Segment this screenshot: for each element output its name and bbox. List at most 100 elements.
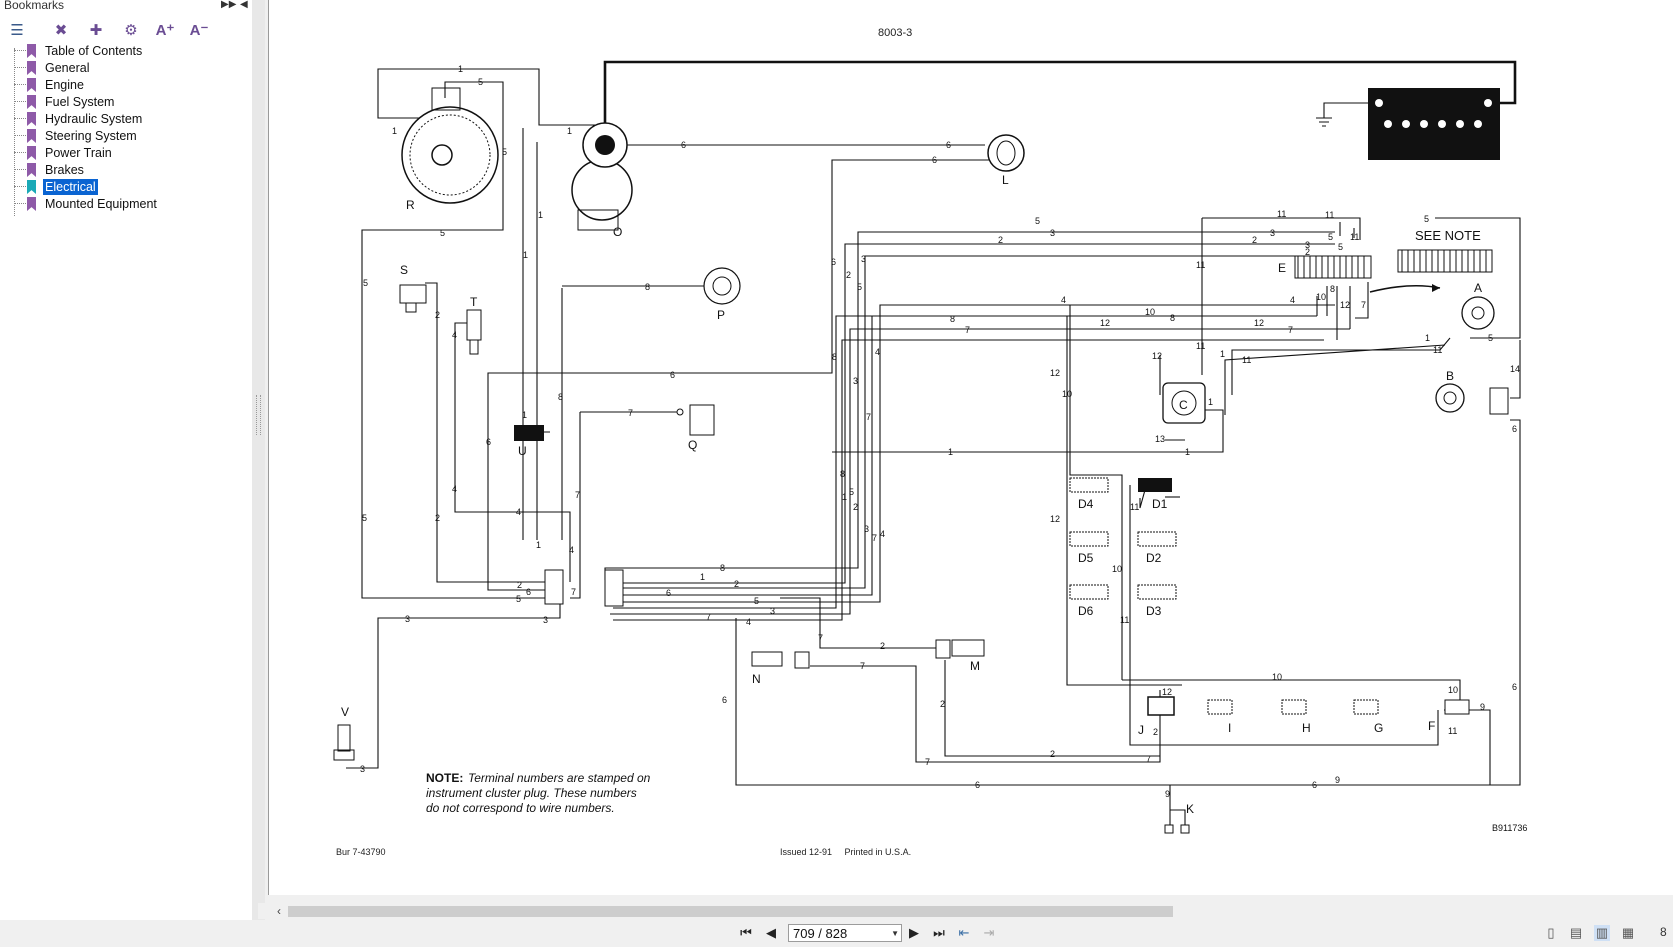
continuous-view-icon[interactable]: ▤ (1569, 925, 1583, 940)
first-page-icon[interactable]: ⏮ (740, 925, 752, 940)
svg-text:5: 5 (502, 147, 507, 157)
note-lead: NOTE: (426, 771, 463, 785)
svg-text:5: 5 (849, 487, 854, 497)
svg-text:11: 11 (1325, 210, 1334, 220)
sensor-v (333, 724, 355, 761)
splitter-grip[interactable] (256, 395, 261, 435)
page-header: 8003-3 (878, 27, 912, 39)
panel-splitter[interactable] (252, 0, 265, 920)
double-arrow-icon[interactable]: ▶▶ (221, 0, 237, 10)
tree-branch-line (14, 101, 28, 102)
svg-text:2: 2 (846, 270, 851, 280)
label-d4: D4 (1078, 497, 1094, 511)
add-bookmark-icon[interactable]: ✚ (89, 22, 103, 39)
label-l: L (1002, 173, 1009, 187)
svg-text:6: 6 (526, 587, 531, 597)
svg-text:7: 7 (571, 587, 576, 597)
svg-text:5: 5 (440, 228, 445, 238)
svg-text:8: 8 (950, 314, 955, 324)
bookmark-item[interactable]: Table of Contents (0, 42, 252, 60)
bookmark-item[interactable]: Mounted Equipment (0, 195, 252, 213)
svg-text:6: 6 (1312, 780, 1317, 790)
svg-text:8: 8 (645, 282, 650, 292)
svg-text:6: 6 (1512, 424, 1517, 434)
svg-text:6: 6 (681, 140, 686, 150)
label-t: T (470, 295, 478, 309)
figure-id: B911736 (1492, 823, 1527, 833)
svg-text:7: 7 (1288, 325, 1293, 335)
svg-text:2: 2 (1050, 749, 1055, 759)
increase-text-size-icon[interactable]: A⁺ (155, 22, 175, 39)
label-d1: D1 (1152, 497, 1168, 511)
bookmark-item[interactable]: Power Train (0, 144, 252, 162)
bookmark-properties-icon[interactable]: ⚙ (124, 22, 138, 39)
delete-bookmark-icon[interactable]: ✖ (54, 22, 68, 39)
go-back-icon[interactable]: ⇤ (958, 925, 970, 940)
svg-text:3: 3 (770, 606, 775, 616)
bookmark-item[interactable]: Electrical (0, 178, 252, 196)
svg-text:2: 2 (1305, 247, 1310, 257)
single-page-view-icon[interactable]: ▯ (1547, 925, 1555, 940)
bookmark-item[interactable]: Hydraulic System (0, 110, 252, 128)
bookmark-item[interactable]: Brakes (0, 161, 252, 179)
label-p: P (717, 308, 725, 322)
bookmark-item[interactable]: General (0, 59, 252, 77)
bookmark-icon (27, 163, 36, 177)
svg-text:5: 5 (1338, 242, 1343, 252)
footer-center: Issued 12-91 Printed in U.S.A. (780, 847, 911, 857)
bookmark-item[interactable]: Engine (0, 76, 252, 94)
label-d6: D6 (1078, 604, 1094, 618)
svg-text:8: 8 (558, 392, 563, 402)
page-number-text: 709 / 828 (793, 926, 848, 941)
svg-text:1: 1 (458, 64, 463, 74)
svg-text:5: 5 (362, 513, 367, 523)
bookmark-item[interactable]: Steering System (0, 127, 252, 145)
page-number-field[interactable]: 709 / 828 ▼ (788, 924, 902, 942)
svg-text:3: 3 (1050, 228, 1055, 238)
scroll-thumb[interactable] (288, 906, 1173, 917)
scroll-left-icon[interactable]: ‹ (277, 904, 281, 918)
tree-branch-line (14, 118, 28, 119)
svg-text:5: 5 (1328, 232, 1333, 242)
bookmark-icon (27, 61, 36, 75)
last-page-icon[interactable]: ⏭ (933, 925, 945, 940)
next-page-icon[interactable]: ▶ (909, 925, 919, 940)
tree-branch-line (14, 84, 28, 85)
previous-page-icon[interactable]: ◀ (766, 925, 776, 940)
svg-text:1: 1 (392, 126, 397, 136)
svg-text:11: 11 (1350, 232, 1359, 242)
svg-text:11: 11 (1448, 726, 1457, 736)
svg-text:1: 1 (700, 572, 705, 582)
label-e: E (1278, 261, 1286, 275)
label-r: R (406, 198, 415, 212)
bookmark-label: Table of Contents (45, 44, 143, 58)
svg-text:1: 1 (948, 447, 953, 457)
decrease-text-size-icon[interactable]: A⁻ (189, 22, 209, 39)
bookmark-item[interactable]: Fuel System (0, 93, 252, 111)
svg-text:9: 9 (1480, 702, 1485, 712)
horizontal-scrollbar[interactable]: ‹ (258, 903, 1673, 919)
label-d3: D3 (1146, 604, 1162, 618)
svg-text:6: 6 (670, 370, 675, 380)
collapse-panel-icon[interactable]: ◀ (240, 0, 248, 10)
svg-text:8: 8 (832, 352, 837, 362)
switches-jif (1147, 696, 1470, 716)
note-line-3: do not correspond to wire numbers. (426, 801, 615, 815)
facing-view-icon[interactable]: ▥ (1594, 925, 1610, 941)
go-forward-icon[interactable]: ⇥ (983, 925, 995, 940)
relay-u (514, 425, 544, 441)
continuous-facing-view-icon[interactable]: ▦ (1621, 925, 1635, 940)
expand-all-icon[interactable]: ☰ (10, 22, 24, 39)
svg-text:1: 1 (567, 126, 572, 136)
label-a: A (1474, 281, 1482, 295)
label-c: C (1179, 398, 1188, 412)
note-connector (1369, 249, 1493, 293)
label-u: U (518, 444, 527, 458)
tree-connector (14, 48, 15, 216)
svg-text:1: 1 (536, 540, 541, 550)
chevron-down-icon[interactable]: ▼ (891, 929, 899, 938)
connector-mid (604, 569, 624, 607)
svg-text:6: 6 (932, 155, 937, 165)
svg-text:10: 10 (1112, 564, 1122, 574)
